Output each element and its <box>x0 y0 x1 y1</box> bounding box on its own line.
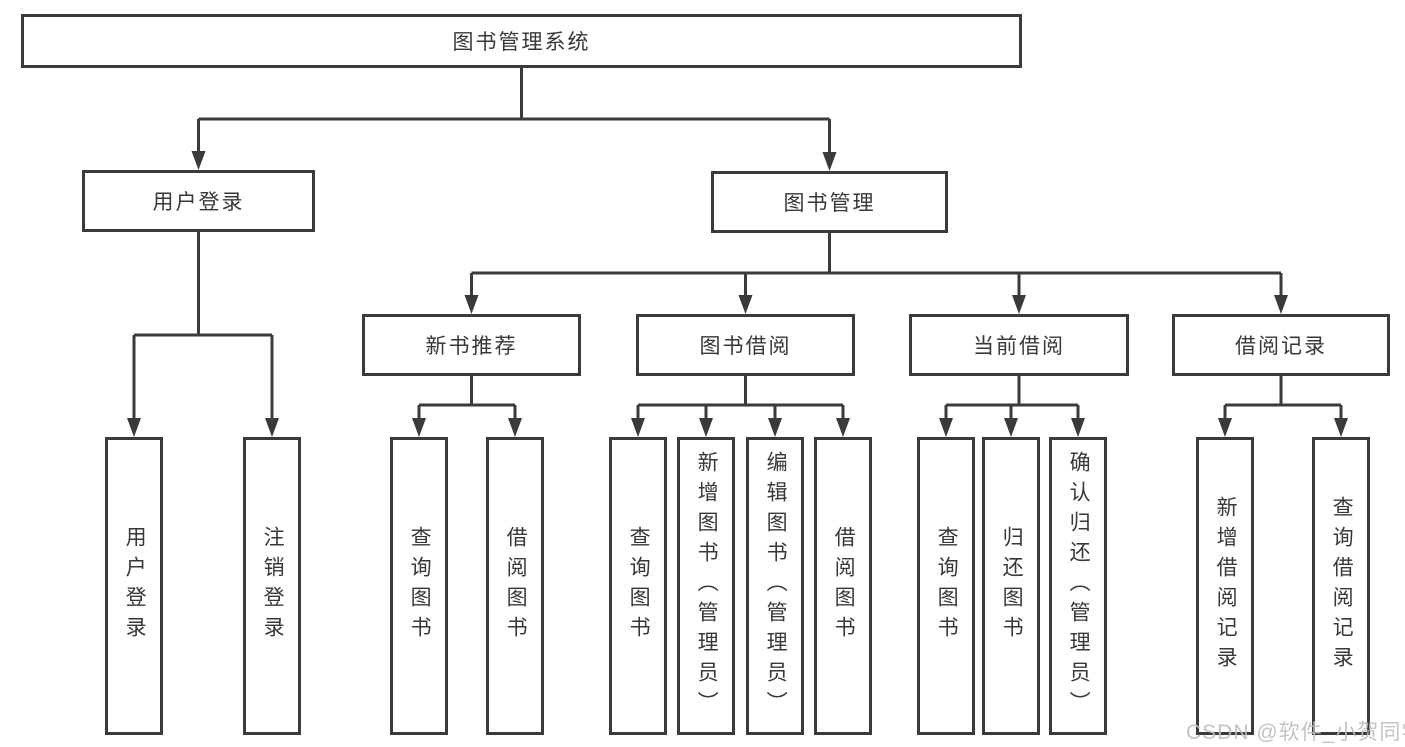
node-label: 编辑图书（管理员） <box>764 451 788 721</box>
node-leaf-borrow-books-2: 借阅图书 <box>814 437 872 735</box>
node-current-borrow: 当前借阅 <box>909 314 1129 376</box>
node-label: 借阅记录 <box>1235 335 1327 358</box>
node-label: 图书借阅 <box>699 335 792 358</box>
node-borrow-record: 借阅记录 <box>1172 314 1390 376</box>
node-leaf-query-borrow-record: 查询借阅记录 <box>1312 437 1370 735</box>
node-label: 查询借阅记录 <box>1330 496 1354 676</box>
node-label: 借阅图书 <box>504 526 528 646</box>
connector-book-management-to-level3 <box>464 233 1288 314</box>
node-book-borrow: 图书借阅 <box>636 314 855 376</box>
node-label: 用户登录 <box>152 191 245 214</box>
node-leaf-user-login: 用户登录 <box>105 437 163 735</box>
connector-root-to-level2 <box>191 68 837 171</box>
node-user-login: 用户登录 <box>82 170 315 232</box>
node-library-management-system: 图书管理系统 <box>21 14 1022 68</box>
node-label: 查询图书 <box>408 526 432 646</box>
node-label: 借阅图书 <box>832 526 856 646</box>
node-label: 新增图书（管理员） <box>695 451 719 721</box>
connector-borrow-record-to-leaves <box>1218 376 1348 437</box>
node-leaf-add-books-admin: 新增图书（管理员） <box>677 437 735 735</box>
node-leaf-confirm-return-admin: 确认归还（管理员） <box>1049 437 1107 735</box>
node-book-management: 图书管理 <box>711 171 948 233</box>
connector-book-borrow-to-leaves <box>631 376 850 437</box>
node-leaf-return-books: 归还图书 <box>982 437 1040 735</box>
node-new-book-recommend: 新书推荐 <box>362 314 581 376</box>
node-label: 新书推荐 <box>425 335 518 358</box>
node-label: 查询图书 <box>935 526 959 646</box>
node-label: 当前借阅 <box>973 335 1065 358</box>
node-label: 图书管理系统 <box>452 31 591 54</box>
node-leaf-query-books-3: 查询图书 <box>917 437 975 735</box>
connector-new-book-rec-to-leaves <box>412 376 522 437</box>
node-leaf-query-books-2: 查询图书 <box>609 437 667 735</box>
connector-user-login-to-leaves <box>127 232 279 437</box>
node-label: 查询图书 <box>627 526 651 646</box>
node-leaf-logout: 注销登录 <box>243 437 301 735</box>
node-label: 用户登录 <box>123 526 147 646</box>
node-label: 注销登录 <box>261 526 285 646</box>
node-label: 新增借阅记录 <box>1214 496 1238 676</box>
node-leaf-borrow-books-1: 借阅图书 <box>486 437 544 735</box>
node-label: 确认归还（管理员） <box>1067 451 1091 721</box>
node-leaf-add-borrow-record: 新增借阅记录 <box>1196 437 1254 735</box>
node-label: 图书管理 <box>783 192 876 215</box>
connector-current-borrow-to-leaves <box>939 376 1085 437</box>
csdn-watermark: CSDN @软件_小贺同学 <box>1186 721 1405 744</box>
node-leaf-query-books-1: 查询图书 <box>390 437 448 735</box>
node-leaf-edit-books-admin: 编辑图书（管理员） <box>746 437 804 735</box>
node-label: 归还图书 <box>1000 526 1024 646</box>
